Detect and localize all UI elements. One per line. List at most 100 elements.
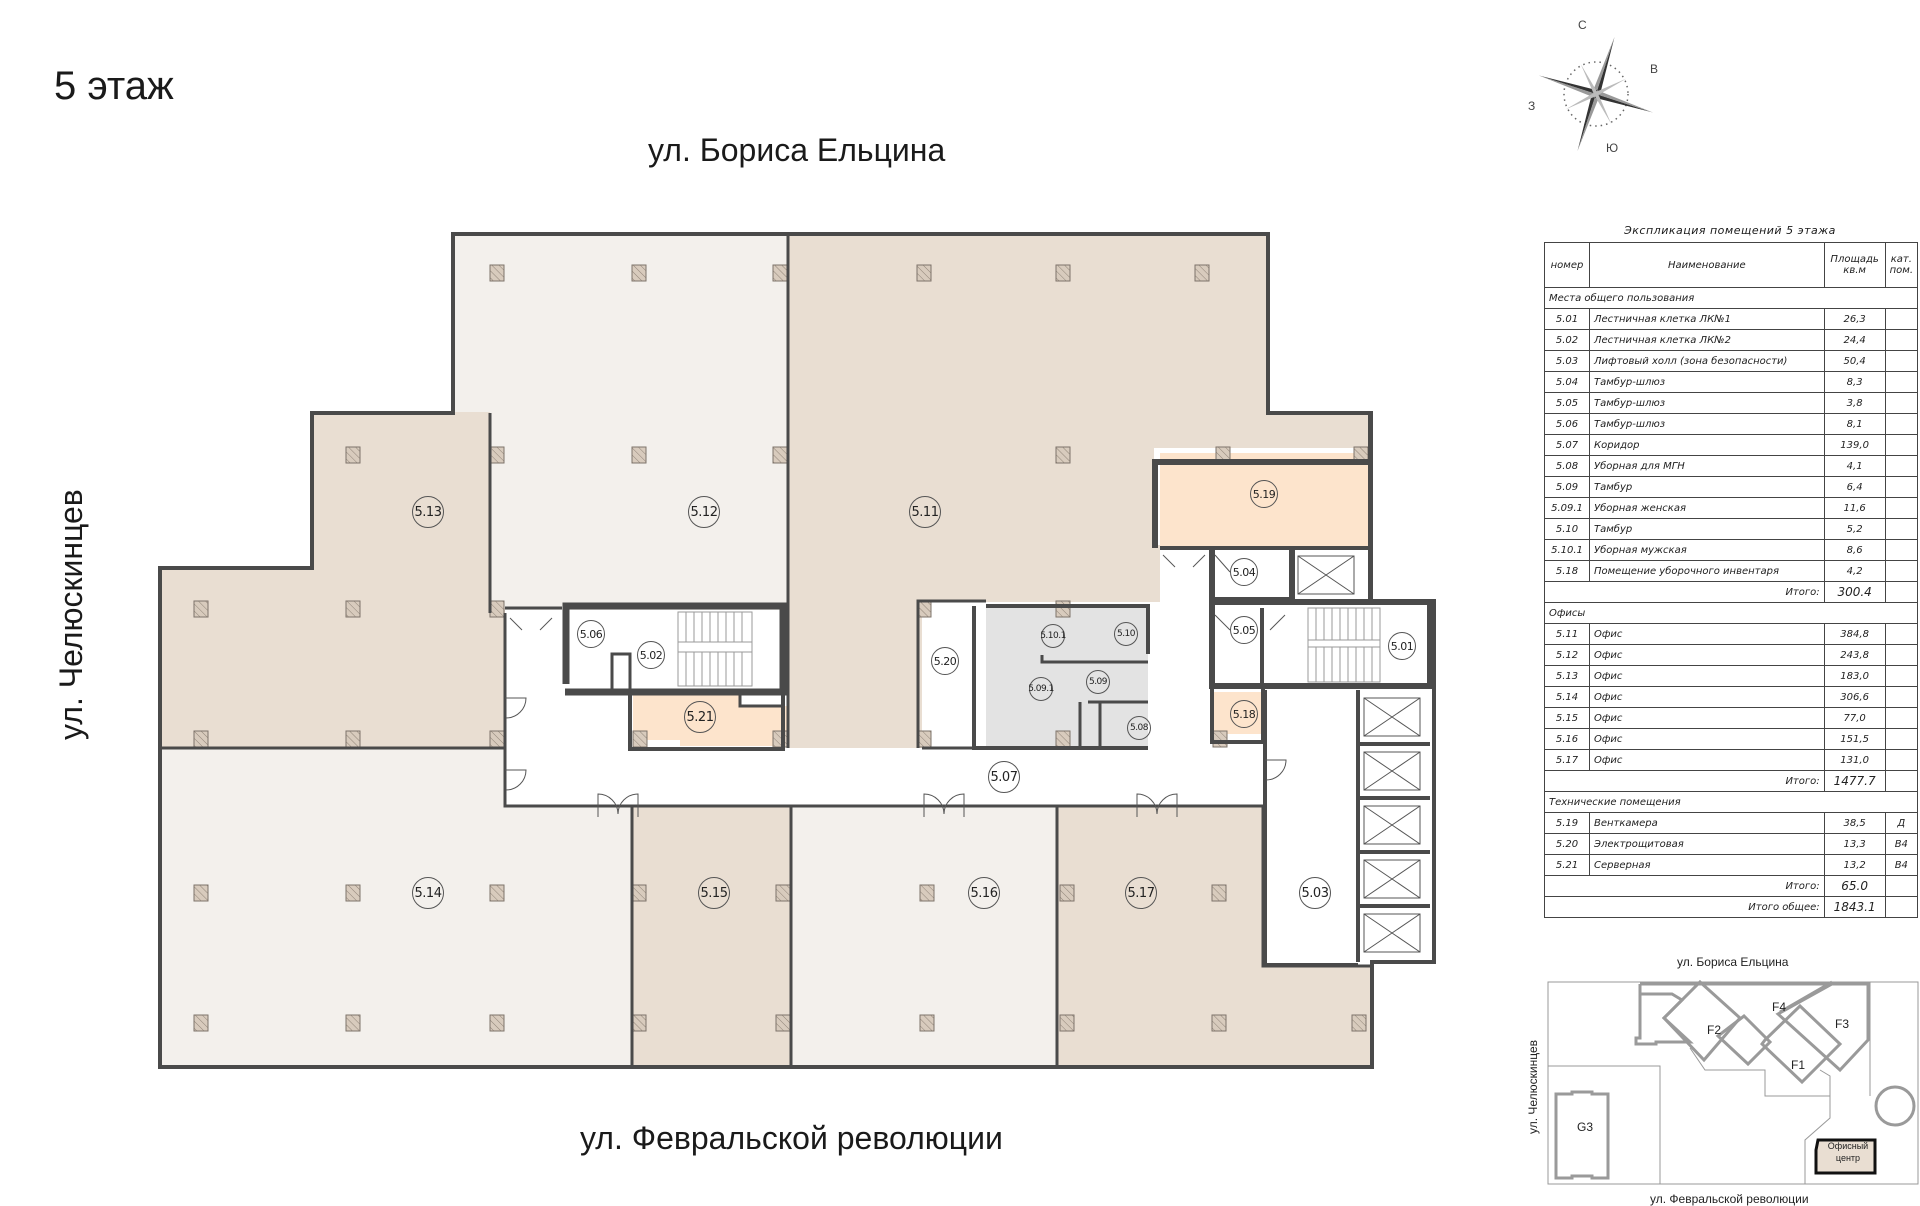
- compass-east-label: В: [1650, 62, 1659, 76]
- room-badge-5.01[interactable]: 5.01: [1388, 632, 1416, 660]
- cell-num: 5.12: [1544, 644, 1590, 666]
- room-badge-5.19[interactable]: 5.19: [1250, 480, 1278, 508]
- room-5.12[interactable]: [453, 234, 788, 610]
- cell-cat: [1884, 413, 1919, 435]
- cell-name: Офис: [1589, 707, 1825, 729]
- cell-name: Лестничная клетка ЛК№1: [1589, 308, 1825, 330]
- cell-area: 8,1: [1823, 413, 1886, 435]
- minimap-office-center-highlight[interactable]: [1814, 1138, 1877, 1175]
- cell-area: 151,5: [1823, 728, 1886, 750]
- grand-total-cat: [1884, 896, 1919, 918]
- minimap-office-line2: центр: [1835, 1153, 1861, 1163]
- cell-cat: [1884, 308, 1919, 330]
- grand-total-label: Итого общее:: [1544, 896, 1825, 918]
- cell-name: Лестничная клетка ЛК№2: [1589, 329, 1825, 351]
- room-badge-5.10[interactable]: 5.10: [1114, 622, 1138, 646]
- group-title: Офисы: [1544, 602, 1918, 624]
- cell-cat: [1884, 497, 1919, 519]
- cell-name: Уборная мужская: [1589, 539, 1825, 561]
- subtotal-label: Итого:: [1544, 770, 1825, 792]
- room-badge-5.04[interactable]: 5.04: [1230, 558, 1258, 586]
- room-badge-5.03[interactable]: 5.03: [1299, 877, 1331, 909]
- cell-area: 77,0: [1823, 707, 1886, 729]
- cell-num: 5.07: [1544, 434, 1590, 456]
- cell-name: Тамбур: [1589, 518, 1825, 540]
- room-badge-5.08[interactable]: 5.08: [1127, 716, 1151, 740]
- cell-num: 5.16: [1544, 728, 1590, 750]
- cell-area: 306,6: [1823, 686, 1886, 708]
- cell-cat: Д: [1884, 812, 1919, 834]
- room-badge-5.13[interactable]: 5.13: [412, 496, 444, 528]
- room-badge-5.07[interactable]: 5.07: [988, 761, 1020, 793]
- room-badge-5.09[interactable]: 5.09: [1086, 670, 1110, 694]
- cell-cat: [1884, 539, 1919, 561]
- cell-name: Уборная для МГН: [1589, 455, 1825, 477]
- cell-cat: [1884, 434, 1919, 456]
- compass-north-label: С: [1578, 18, 1587, 32]
- cell-area: 4,2: [1823, 560, 1886, 582]
- room-badge-5.15[interactable]: 5.15: [698, 877, 730, 909]
- room-badge-5.09.1[interactable]: 5.09.1: [1028, 677, 1054, 701]
- cell-num: 5.08: [1544, 455, 1590, 477]
- minimap-street-left: ул. Челюскинцев: [1526, 1039, 1540, 1134]
- cell-name: Серверная: [1589, 854, 1825, 876]
- cell-name: Тамбур-шлюз: [1589, 371, 1825, 393]
- cell-name: Офис: [1589, 686, 1825, 708]
- cell-cat: [1884, 644, 1919, 666]
- room-5.15[interactable]: [632, 805, 790, 1067]
- minimap-street-top: ул. Бориса Ельцина: [1677, 955, 1789, 969]
- cell-num: 5.10.1: [1544, 539, 1590, 561]
- room-badge-5.06[interactable]: 5.06: [577, 620, 605, 648]
- subtotal-row: Итого:300.4: [1544, 581, 1919, 603]
- doors: [505, 554, 1287, 817]
- columns: [193, 264, 1369, 1032]
- room-badge-5.12[interactable]: 5.12: [688, 496, 720, 528]
- cell-cat: [1884, 371, 1919, 393]
- col-header-cat: кат. пом.: [1884, 242, 1919, 288]
- room-badge-5.16[interactable]: 5.16: [968, 877, 1000, 909]
- room-5.17[interactable]: [1058, 805, 1372, 1067]
- cell-num: 5.09.1: [1544, 497, 1590, 519]
- room-5.13[interactable]: [160, 412, 505, 748]
- cell-num: 5.14: [1544, 686, 1590, 708]
- room-badge-5.02[interactable]: 5.02: [637, 641, 665, 669]
- room-badge-5.14[interactable]: 5.14: [412, 877, 444, 909]
- room-badge-5.20[interactable]: 5.20: [931, 647, 959, 675]
- compass-south-label: Ю: [1606, 141, 1619, 155]
- cell-area: 26,3: [1823, 308, 1886, 330]
- cell-area: 6,4: [1823, 476, 1886, 498]
- room-badge-5.17[interactable]: 5.17: [1125, 877, 1157, 909]
- cell-area: 50,4: [1823, 350, 1886, 372]
- cell-name: Уборная женская: [1589, 497, 1825, 519]
- room-badge-5.10.1[interactable]: 5.10.1: [1040, 624, 1066, 648]
- cell-cat: [1884, 476, 1919, 498]
- compass-west-label: З: [1528, 99, 1536, 113]
- cell-cat: В4: [1884, 833, 1919, 855]
- street-label-bottom: ул. Февральской революции: [580, 1120, 1003, 1156]
- cell-area: 8,6: [1823, 539, 1886, 561]
- room-badge-5.18[interactable]: 5.18: [1230, 700, 1258, 728]
- room-badge-5.11[interactable]: 5.11: [909, 496, 941, 528]
- stair-5.01: [1307, 607, 1381, 683]
- page-title: 5 этаж: [54, 64, 174, 108]
- subtotal-value: 65.0: [1823, 875, 1886, 897]
- room-badge-5.21[interactable]: 5.21: [684, 701, 716, 733]
- room-5.11[interactable]: [788, 234, 1372, 748]
- cell-cat: [1884, 392, 1919, 414]
- subtotal-label: Итого:: [1544, 581, 1825, 603]
- cell-num: 5.13: [1544, 665, 1590, 687]
- room-5.14[interactable]: [160, 748, 632, 1067]
- cell-area: 139,0: [1823, 434, 1886, 456]
- cell-cat: [1884, 707, 1919, 729]
- cell-name: Тамбур-шлюз: [1589, 413, 1825, 435]
- room-badge-5.05[interactable]: 5.05: [1230, 616, 1258, 644]
- col-header-num: номер: [1544, 242, 1590, 288]
